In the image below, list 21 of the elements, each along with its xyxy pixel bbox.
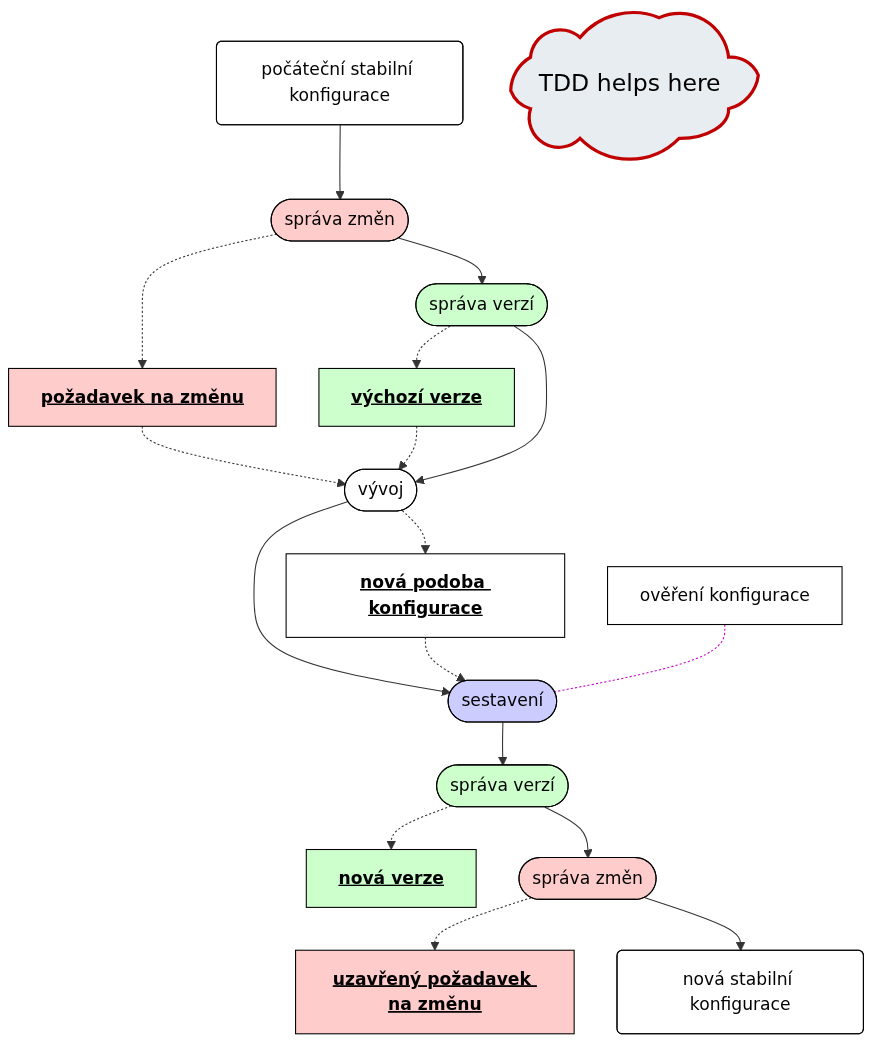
arrow — [398, 237, 487, 285]
arrow — [430, 897, 532, 951]
node-box: ověření konfigurace — [607, 565, 843, 625]
arrow — [644, 897, 746, 951]
node-box: požadavek na změnu — [8, 367, 277, 427]
arrow — [414, 325, 548, 485]
connector — [554, 623, 726, 693]
arrow — [137, 233, 278, 369]
arrow — [335, 124, 345, 200]
arrow — [401, 509, 431, 555]
node-box: výchozí verze — [318, 367, 515, 427]
arrow — [411, 325, 451, 369]
arrow — [386, 805, 452, 850]
arrow — [398, 425, 418, 471]
arrow — [253, 500, 452, 696]
arrow — [498, 721, 508, 766]
arrow — [424, 636, 467, 682]
node-box: nová verze — [305, 848, 477, 908]
arrow — [544, 806, 593, 859]
node-box: uzavřený požadavek na změnu — [295, 949, 575, 1035]
node-box: nová podoba konfigurace — [285, 553, 566, 638]
